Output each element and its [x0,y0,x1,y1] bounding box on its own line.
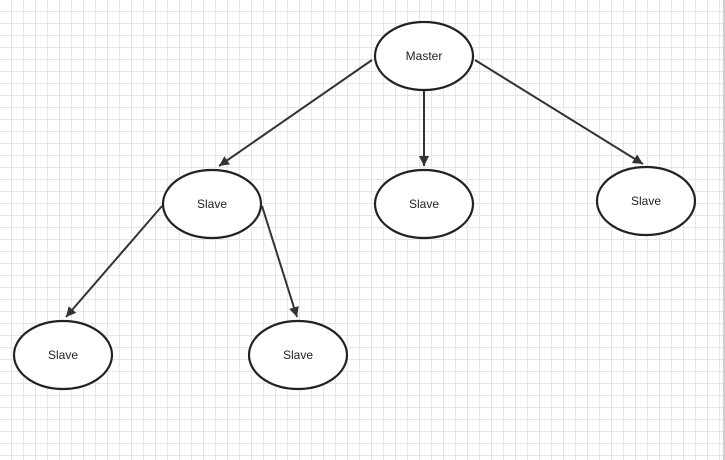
node-master[interactable]: Master [373,20,475,92]
node-slave-1-shape [161,168,263,240]
node-slave-3-shape [595,165,697,237]
node-slave-5-label: Slave [283,348,313,362]
node-slave-3-label: Slave [631,194,661,208]
node-slave-1-label: Slave [197,197,227,211]
node-slave-2-shape [373,168,475,240]
edge-slave-1-to-slave-4 [65,205,163,318]
edges [65,59,644,318]
edge-master-to-slave-1 [218,59,373,167]
node-slave-5-shape [247,319,349,391]
node-slave-5[interactable]: Slave [247,319,349,391]
edge-slave-1-to-slave-5 [261,205,299,318]
node-slave-4-shape [12,319,114,391]
canvas-right-border [723,0,725,460]
node-master-label: Master [406,49,443,63]
node-slave-1[interactable]: Slave [161,168,263,240]
node-slave-4[interactable]: Slave [12,319,114,391]
edge-master-to-slave-3 [474,59,644,165]
node-slave-2[interactable]: Slave [373,168,475,240]
node-master-shape [373,20,475,92]
node-slave-2-label: Slave [409,197,439,211]
node-slave-3[interactable]: Slave [595,165,697,237]
node-slave-4-label: Slave [48,348,78,362]
